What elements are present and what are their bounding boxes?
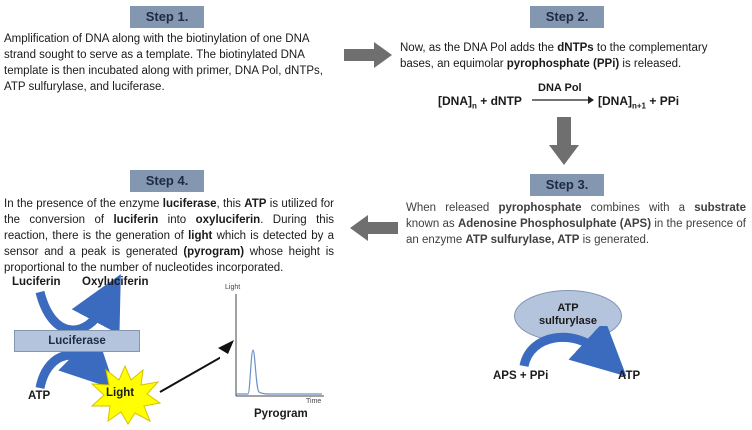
- luciferin-arrow: [35, 274, 121, 335]
- luciferin-label: Luciferin: [12, 276, 61, 288]
- pyrogram-caption: Pyrogram: [254, 408, 308, 420]
- arrow-right-icon: [344, 42, 392, 68]
- light-label: Light: [106, 387, 135, 399]
- oxyluciferin-label: Oxyluciferin: [82, 276, 149, 288]
- dna-pol-equation: [DNA]n + dNTP DNA Pol [DNA]n+1 + PPi: [438, 82, 680, 111]
- step-4-label: Step 4.: [130, 170, 204, 192]
- luciferase-arrows: [35, 274, 220, 393]
- atp-label: ATP: [28, 390, 51, 402]
- step-3-label: Step 3.: [530, 174, 604, 196]
- pyrogram-peak: [236, 349, 322, 395]
- step-4-text: In the presence of the enzyme luciferase…: [4, 198, 335, 274]
- arrow-down-icon: [549, 117, 579, 165]
- luciferase-box: Luciferase: [14, 330, 140, 352]
- aps-ppi-label: APS + PPi: [493, 370, 549, 382]
- step-2-label: Step 2.: [530, 6, 604, 28]
- sulfurylase-product-label: ATP: [618, 370, 641, 382]
- light-burst-icon: [90, 364, 162, 425]
- pyrogram-x-label: Time: [306, 398, 322, 405]
- step-1-label: Step 1.: [130, 6, 204, 28]
- arrow-to-pyrogram-icon: [218, 340, 234, 354]
- pyrogram-chart: [235, 294, 324, 397]
- pyrogram-y-label: Light: [225, 284, 241, 291]
- sulfurylase-arrow: [519, 326, 627, 377]
- reaction-arrow-icon: [532, 96, 594, 104]
- step-3-text: When released pyrophosphate combines wit…: [406, 202, 746, 246]
- step-2-text: Now, as the DNA Pol adds the dNTPs to th…: [400, 42, 708, 70]
- arrow-left-icon: [350, 215, 398, 241]
- step-1-text: Amplification of DNA along with the biot…: [4, 33, 323, 93]
- dna-pol-label: DNA Pol: [538, 82, 582, 94]
- atp-arrow: [35, 332, 116, 390]
